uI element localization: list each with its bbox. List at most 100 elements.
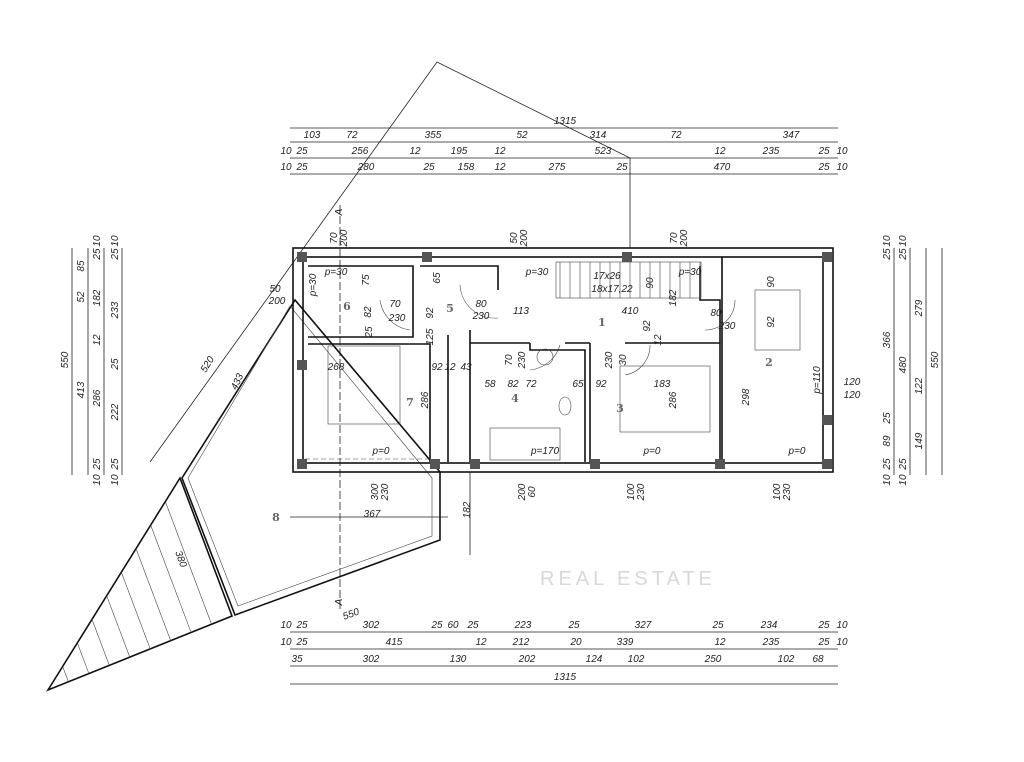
dimension-label: 52	[76, 291, 87, 303]
plan-label: 298	[741, 388, 752, 406]
door-swing-3	[624, 344, 651, 376]
dimension-label: 10	[92, 235, 103, 247]
dimension-label: 480	[898, 356, 909, 373]
dimension-label: 102	[778, 654, 795, 665]
plan-label: 92	[595, 379, 607, 390]
room-number: 7	[406, 396, 414, 409]
dimension-label: 355	[425, 130, 442, 141]
dimension-label: 10	[836, 620, 848, 631]
plan-label: 80	[710, 308, 722, 319]
dimension-label: 10	[92, 474, 103, 486]
dimension-label: 256	[351, 146, 369, 157]
dimension-label: 20	[569, 637, 582, 648]
column	[822, 415, 832, 425]
dimension-label: 10	[280, 146, 292, 157]
plan-label: 200	[679, 229, 690, 247]
dimension-label: 25	[110, 458, 121, 471]
plan-label: 70	[389, 299, 401, 310]
plan-label: 300	[370, 483, 381, 500]
dimension-label: 12	[475, 637, 487, 648]
dimension-label: 302	[363, 654, 380, 665]
dimension-label: 124	[586, 654, 603, 665]
dimension-label: 10	[836, 146, 848, 157]
dimension-label: 280	[357, 162, 375, 173]
plan-label: p=110	[812, 366, 823, 395]
plan-label: A	[334, 598, 345, 606]
dimension-label: 25	[92, 248, 103, 261]
dimension-label: 314	[590, 130, 607, 141]
plan-label: 80	[475, 299, 487, 310]
room-number: 1	[598, 316, 606, 329]
dimension-label: 415	[386, 637, 403, 648]
room-number: 2	[765, 356, 773, 369]
plan-label: 183	[654, 379, 671, 390]
column	[622, 252, 632, 262]
terrace-outline	[181, 298, 441, 617]
outer-wall	[292, 247, 834, 473]
plan-label: 125	[425, 328, 436, 345]
plan-label: 50	[269, 284, 281, 295]
dimension-label: 202	[518, 654, 536, 665]
plan-label: 72	[525, 379, 537, 390]
dimension-label: 234	[760, 620, 778, 631]
dimension-label: 12	[714, 637, 726, 648]
plan-label: 60	[527, 486, 538, 498]
plan-label: 550	[341, 606, 361, 622]
plan-label: 120	[844, 377, 861, 388]
dimension-label: 130	[450, 654, 467, 665]
dimension-label: 25	[295, 162, 308, 173]
stair-step	[106, 595, 131, 658]
stair-step	[77, 642, 90, 674]
dimension-label: 25	[711, 620, 724, 631]
dimension-label: 35	[291, 654, 303, 665]
plan-label: 113	[513, 306, 529, 317]
door-swing-2	[704, 299, 736, 331]
plan-label: 12	[653, 334, 664, 346]
dimension-label: 12	[409, 146, 421, 157]
plan-label: 70	[504, 354, 515, 366]
plan-label: 43	[460, 362, 472, 373]
dimension-label: 10	[110, 474, 121, 486]
dimension-label: 25	[882, 248, 893, 261]
plan-label: 230	[472, 311, 490, 322]
dimension-label: 25	[817, 146, 830, 157]
dimension-label: 25	[466, 620, 479, 631]
dimension-label: 523	[595, 146, 612, 157]
plan-label: 230	[517, 351, 528, 369]
plan-label: 380	[172, 549, 188, 569]
plan-label: 230	[604, 351, 615, 369]
dimension-label: 10	[836, 637, 848, 648]
plan-label: 92	[766, 316, 777, 328]
plan-label: p=0	[788, 446, 806, 457]
plan-label: 230	[380, 483, 391, 501]
door-swing-5	[459, 284, 499, 319]
plan-label: 30	[618, 354, 629, 366]
plan-label: 433	[229, 372, 246, 392]
dimension-label: 10	[836, 162, 848, 173]
columns	[297, 252, 832, 469]
dimension-label: 158	[458, 162, 475, 173]
wall-stair	[699, 266, 721, 343]
room-number: 4	[511, 392, 519, 405]
dimension-label: 10	[882, 235, 893, 247]
plan-label: p=0	[372, 446, 390, 457]
plan-label: 25	[364, 326, 375, 339]
column	[470, 459, 480, 469]
wall-room-7	[308, 343, 431, 462]
plan-label: 65	[572, 379, 584, 390]
plan-label: A	[334, 208, 345, 216]
dimension-label: 72	[670, 130, 682, 141]
dimension-label: 102	[628, 654, 645, 665]
bed-3	[619, 365, 711, 433]
plan-label: 18x17,22	[591, 284, 633, 295]
stair-step	[150, 525, 192, 633]
dimension-label: 25	[817, 620, 830, 631]
column	[822, 459, 832, 469]
plan-label: 268	[327, 362, 345, 373]
plan-label: 90	[645, 277, 656, 289]
terrace-inner	[187, 305, 433, 607]
plan-label: 92	[425, 307, 436, 319]
stair-step	[91, 619, 110, 666]
plan-label: 82	[507, 379, 519, 390]
